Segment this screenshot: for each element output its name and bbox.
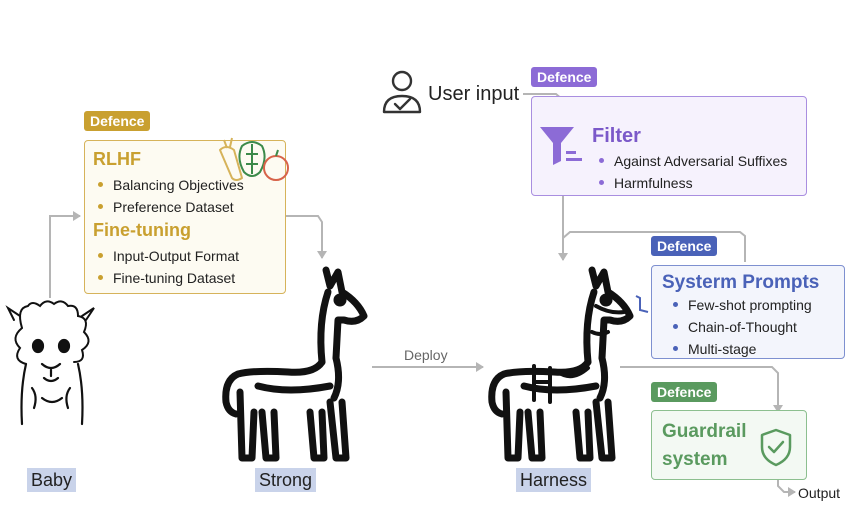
finetuning-items: Input-Output Format Fine-tuning Dataset [91,245,239,289]
rlhf-title: RLHF [93,149,141,169]
filter-items: Against Adversarial Suffixes Harmfulness [592,150,787,194]
list-item: Fine-tuning Dataset [91,267,239,289]
stage-caption-baby: Baby [27,468,77,492]
shield-check-icon [758,427,794,467]
output-label: Output [798,485,841,501]
stage-caption-harness: Harness [516,468,592,492]
defence-badge-rlhf: Defence [84,111,151,131]
alpaca-harnessed [484,262,640,466]
guardrail-title-line1: Guardrail [662,421,747,442]
prompts-items: Few-shot prompting Chain-of-Thought Mult… [666,294,812,360]
user-input-label: User input [428,83,520,105]
list-item: Preference Dataset [91,196,244,218]
guardrail-title-line2: system [662,449,728,470]
vegetables-icon [212,134,290,186]
defence-badge-filter: Defence [531,67,598,87]
finetuning-title: Fine-tuning [93,220,191,240]
funnel-filter-icon [538,125,586,167]
stage-caption-strong: Strong [255,468,317,492]
list-item: Few-shot prompting [666,294,812,316]
list-item: Harmfulness [592,172,787,194]
filter-panel: Filter Against Adversarial Suffixes Harm… [531,96,807,196]
prompts-title: Systerm Prompts [662,272,820,293]
deploy-label: Deploy [404,347,448,363]
list-item: Against Adversarial Suffixes [592,150,787,172]
list-item: Multi-stage [666,338,812,360]
user-icon [380,68,424,116]
rlhf-items: Balancing Objectives Preference Dataset [91,174,244,218]
alpaca-baby [2,298,102,430]
filter-title: Filter [592,125,641,147]
defence-badge-guardrail: Defence [651,382,718,402]
list-item: Balancing Objectives [91,174,244,196]
list-item: Chain-of-Thought [666,316,812,338]
list-item: Input-Output Format [91,245,239,267]
guardrail-panel: Guardrail system [651,410,807,480]
alpaca-strong [218,262,374,466]
system-prompts-panel: Systerm Prompts Few-shot prompting Chain… [651,265,845,359]
defence-badge-prompts: Defence [651,236,718,256]
